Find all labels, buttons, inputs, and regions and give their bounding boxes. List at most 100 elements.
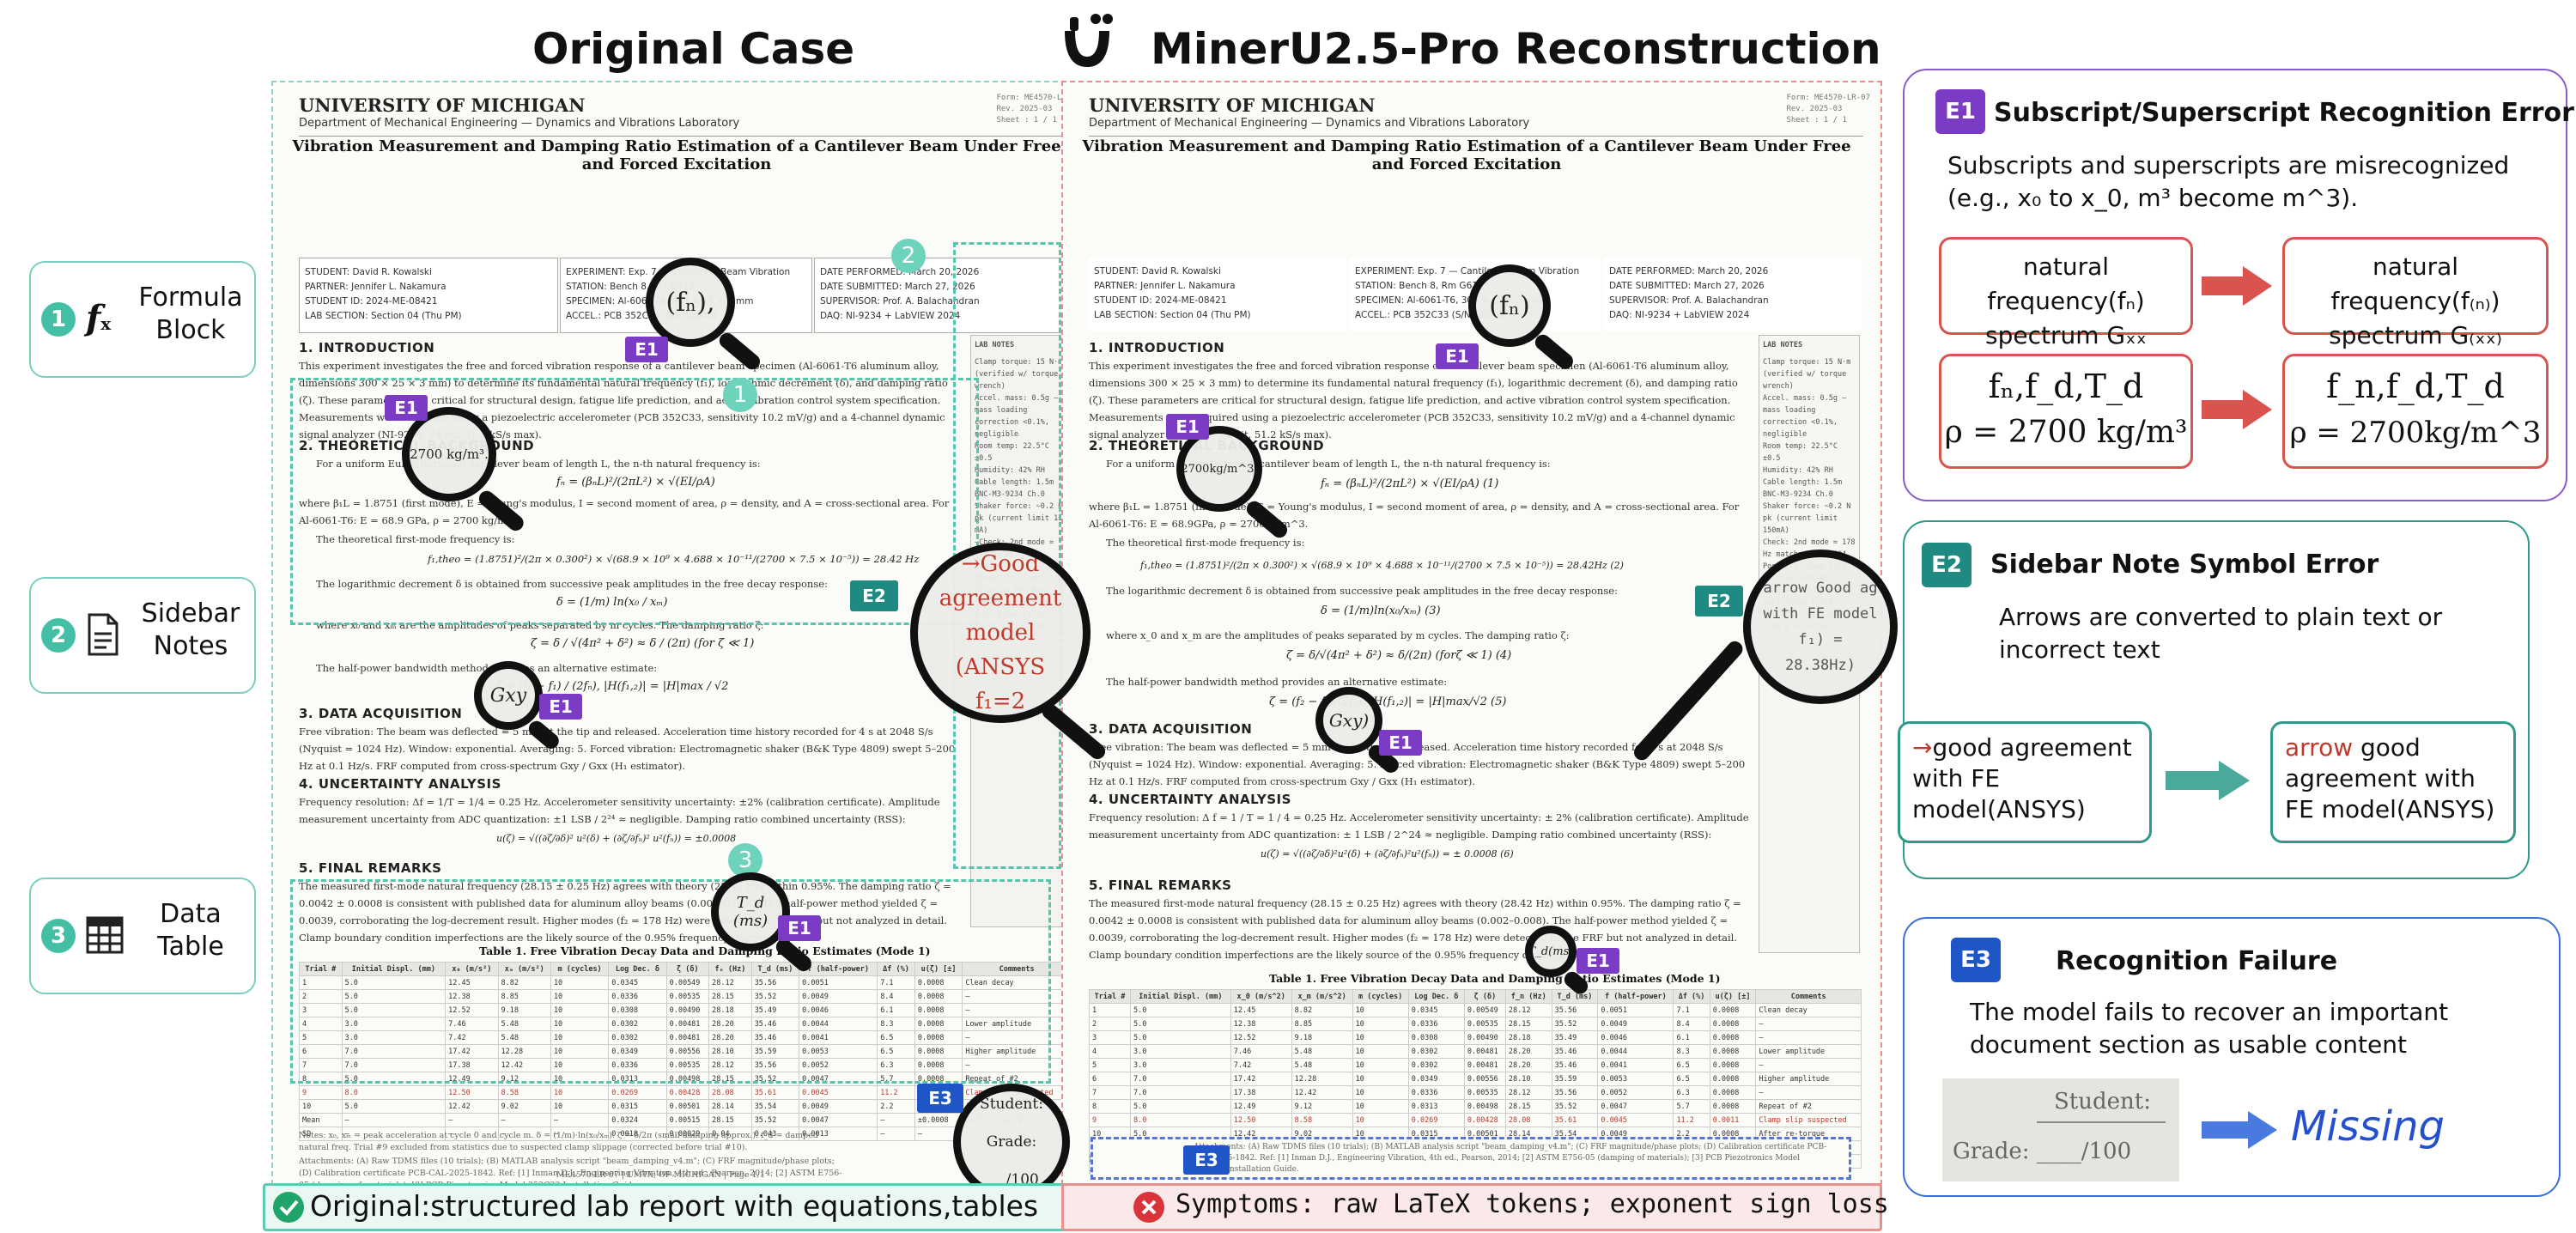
error-badge-e1: E1 — [385, 395, 428, 421]
table-cell: — — [914, 1127, 963, 1141]
magnifier-lens: →Good agreement model (ANSYS f₁=2 — [910, 543, 1091, 723]
department-name: Department of Mechanical Engineering — D… — [1089, 117, 1530, 130]
table-cell: 0.0349 — [608, 1044, 667, 1059]
table-cell: 0.0013 — [799, 1127, 878, 1141]
magnifier-lens: T_d(ms) — [1525, 926, 1577, 977]
table-cell: 10 — [299, 1099, 343, 1114]
page-footer: ME4570-LR-07 | UMTX, OF MICHIGAN | Page … — [556, 1170, 765, 1180]
table-cell: 0.00535 — [1463, 1085, 1506, 1100]
table-cell: 17.42 — [1230, 1072, 1292, 1086]
category-label: Data Table — [157, 899, 224, 962]
table-cell: 0.0313 — [1407, 1099, 1465, 1114]
table-cell: 0.0324 — [608, 1113, 667, 1127]
equation: fₙ = (βₙL)²/(2πL²) × √(EI/ρA) (1) — [1321, 477, 1499, 490]
table-cell: Mean — [299, 1113, 343, 1127]
table-cell: 5.7 — [1673, 1099, 1710, 1114]
table-cell: 35.49 — [1551, 1030, 1599, 1045]
panel-e1-description: Subscripts and superscripts are misrecog… — [1947, 151, 2510, 212]
equation: δ = (1/m)ln(x₀/xₘ) (3) — [1321, 604, 1441, 617]
example-original: natural frequency(fₙ) spectrum Gₓₓ — [1939, 237, 2193, 349]
category-sidebar-notes: 2 Sidebar Notes — [29, 577, 256, 694]
table-cell: 0.0049 — [1597, 1017, 1674, 1031]
equation: f₁,theo = (1.8751)²/(2π × 0.300²) × √(68… — [1140, 560, 1624, 571]
table-cell: 8.3 — [1673, 1044, 1710, 1059]
table-cell: 10 — [1352, 1085, 1409, 1100]
table-cell: 12.42 — [497, 1058, 551, 1072]
original-caption-bar: Original:structured lab report with equa… — [263, 1183, 1068, 1231]
panel-e2-description: Arrows are converted to plain text or in… — [1999, 603, 2443, 664]
table-cell: 6.1 — [1673, 1030, 1710, 1045]
table-cell: 28.15 — [708, 1113, 752, 1127]
section-heading: 3. DATA ACQUISITION — [1089, 721, 1253, 737]
section-text: This experiment investigates the free an… — [1089, 360, 1738, 440]
equation: ζ = (f₂ − f₁) / (2fₙ), |H(f₁,₂)| = |H|ma… — [496, 680, 729, 693]
table-cell: 0.0011 — [1709, 1113, 1757, 1127]
category-number: 3 — [41, 919, 76, 953]
table-cell: 10 — [550, 1085, 610, 1100]
table-cell: 0.0008 — [1709, 1099, 1757, 1114]
table-cell: 0.0008 — [1709, 1030, 1757, 1045]
magnifier-lens: arrow Good ag with FE model f₁) = 28.38H… — [1743, 550, 1898, 704]
table-cell: 8 — [1089, 1099, 1131, 1114]
section-text: where β₁L = 1.8751 (first mode), E = You… — [299, 497, 950, 526]
section-text: The half-power bandwidth method provides… — [1106, 676, 1448, 688]
table-header-cell: m (cycles) — [1352, 989, 1409, 1004]
table-cell: 7.0 — [1129, 1072, 1231, 1086]
table-cell: — — [1755, 1085, 1862, 1100]
original-document: UNIVERSITY OF MICHIGAN Department of Mec… — [271, 81, 1092, 1185]
equation: ζ = δ / √(4π² + δ²) ≈ δ / (2π) (for ζ ≪ … — [531, 637, 755, 650]
table-cell: 0.00535 — [1463, 1017, 1506, 1031]
error-badge-e2: E2 — [850, 580, 898, 611]
equation: ζ = δ/√(4π² + δ²) ≈ δ/(2π) (forζ ≪ 1) (4… — [1286, 649, 1512, 662]
table-cell: 35.52 — [1551, 1099, 1599, 1114]
table-cell: 10 — [1352, 1017, 1409, 1031]
table-cell: 0.0045 — [799, 1085, 878, 1100]
table-header-cell: Comments — [1755, 989, 1862, 1004]
table-cell: 28.18 — [1504, 1030, 1552, 1045]
table-header-cell: u(ζ) [±] — [914, 962, 963, 976]
panel-e3: E3 Recognition Failure The model fails t… — [1903, 917, 2561, 1197]
table-cell: 0.0302 — [1407, 1044, 1465, 1059]
table-cell: 10 — [1352, 1044, 1409, 1059]
table-cell: 5.0 — [1129, 1017, 1231, 1031]
magnifier-lens: (fₙ) — [1468, 264, 1551, 347]
table-cell: Repeat of #2 — [1755, 1099, 1862, 1114]
table-cell: 0.00549 — [1463, 1003, 1506, 1017]
arrow-right-icon — [2202, 266, 2272, 306]
example-reconstruction: natural frequency(f₍ₙ₎) spectrum G₍ₓₓ₎ — [2282, 237, 2549, 349]
table-cell: 5 — [1089, 1058, 1131, 1072]
table-cell: 12.42 — [1291, 1085, 1353, 1100]
table-cell: Clamp slip suspected — [1755, 1113, 1862, 1127]
table-cell: 8.82 — [1291, 1003, 1353, 1017]
table-cell: 0.0349 — [1407, 1072, 1465, 1086]
table-cell: 0.00501 — [665, 1099, 710, 1114]
magnifier-lens: Gxy) — [1315, 687, 1382, 754]
table-cell: — — [877, 1127, 915, 1141]
table-cell: 0.0051 — [1597, 1003, 1674, 1017]
error-badge-e1: E1 — [1436, 343, 1479, 369]
error-badge-e1: E1 — [625, 337, 668, 362]
original-caption: Original:structured lab report with equa… — [310, 1189, 1039, 1223]
check-circle-icon — [273, 1192, 304, 1223]
section-text: where x_0 and x_m are the amplitudes of … — [1106, 629, 1570, 641]
error-badge-e1: E1 — [539, 694, 582, 720]
left-title: Original Case — [532, 24, 855, 74]
table-header-cell: f_n (Hz) — [1504, 989, 1552, 1004]
table-cell: 35.46 — [1551, 1058, 1599, 1072]
table-cell: — — [1755, 1058, 1862, 1072]
table-header-cell: Trial # — [1089, 989, 1131, 1004]
table-cell: 6.5 — [1673, 1072, 1710, 1086]
marker-1: 1 — [723, 378, 757, 412]
table-cell: 6 — [1089, 1072, 1131, 1086]
table-cell: 0.04 — [708, 1127, 752, 1141]
data-table: Trial #Initial Displ. (mm)x₀ (m/s²)xₘ (m… — [299, 962, 1072, 1141]
magnifier-lens: Gxy — [474, 661, 543, 730]
panel-e1: E1 Subscript/Superscript Recognition Err… — [1903, 69, 2574, 501]
table-cell: 0.0053 — [1597, 1072, 1674, 1086]
